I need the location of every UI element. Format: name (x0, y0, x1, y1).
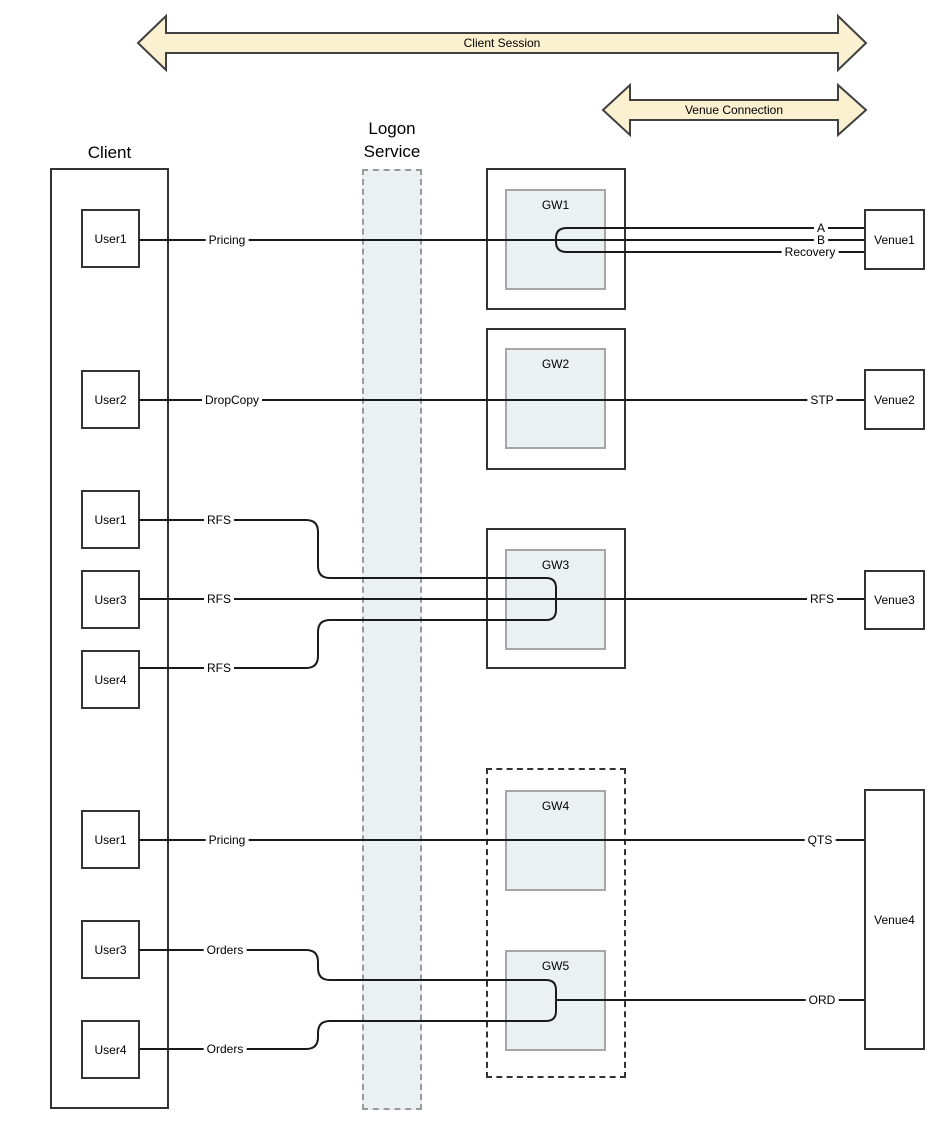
wire-label-recovery: Recovery (781, 246, 839, 258)
wire-label-pricing-1: Pricing (205, 234, 249, 246)
user-label-3: User1 (94, 512, 127, 527)
venue-label-2: Venue2 (874, 392, 915, 407)
gateway-box-gw5: GW5 (505, 950, 606, 1051)
gateway-box-gw1: GW1 (505, 189, 606, 290)
gateway-label-gw1: GW1 (541, 198, 570, 212)
gateway-label-gw2: GW2 (541, 357, 570, 371)
wire-label-rfs-venue: RFS (807, 593, 837, 605)
gateway-label-gw5: GW5 (541, 959, 570, 973)
user-label-8: User4 (94, 1042, 127, 1057)
logon-service-title: Logon Service (332, 117, 452, 163)
user-box-6: User1 (81, 810, 140, 869)
wire-label-pricing-2: Pricing (205, 834, 249, 846)
user-box-2: User2 (81, 370, 140, 429)
venue-label-4: Venue4 (874, 912, 915, 927)
user-label-4: User3 (94, 592, 127, 607)
user-label-7: User3 (94, 942, 127, 957)
client-group-title: Client (87, 143, 132, 162)
venue-box-2: Venue2 (864, 369, 925, 430)
user-box-3: User1 (81, 490, 140, 549)
gateway-box-gw3: GW3 (505, 549, 606, 650)
venue-box-3: Venue3 (864, 570, 925, 630)
user-box-5: User4 (81, 650, 140, 709)
wire-label-orders-1: Orders (203, 944, 247, 956)
gateway-label-gw3: GW3 (541, 558, 570, 572)
user-label-5: User4 (94, 672, 127, 687)
wire-label-dropcopy: DropCopy (201, 394, 263, 406)
client-session-label: Client Session (463, 36, 541, 50)
user-label-6: User1 (94, 832, 127, 847)
venue-box-1: Venue1 (864, 209, 925, 270)
logon-service-title-line2: Service (363, 142, 421, 161)
logon-service-title-line1: Logon (368, 119, 416, 138)
user-box-8: User4 (81, 1020, 140, 1079)
gateway-box-gw4: GW4 (505, 790, 606, 891)
user-box-4: User3 (81, 570, 140, 629)
venue-label-3: Venue3 (874, 593, 915, 607)
wire-label-ord: ORD (805, 994, 839, 1006)
logon-service-band (362, 169, 422, 1110)
wire-label-rfs-2: RFS (204, 593, 234, 605)
wire-label-b: B (813, 234, 829, 246)
wire-label-stp: STP (807, 394, 837, 406)
venue-label-1: Venue1 (874, 232, 915, 247)
wire-label-qts: QTS (804, 834, 836, 846)
venue-box-4: Venue4 (864, 789, 925, 1050)
wire-label-rfs-1: RFS (204, 514, 234, 526)
user-label-1: User1 (94, 231, 127, 246)
user-box-7: User3 (81, 920, 140, 979)
wire-label-rfs-3: RFS (204, 662, 234, 674)
user-box-1: User1 (81, 209, 140, 268)
wire-label-a: A (813, 222, 829, 234)
user-label-2: User2 (94, 392, 127, 407)
gateway-box-gw2: GW2 (505, 348, 606, 449)
venue-connection-label: Venue Connection (684, 103, 784, 117)
wire-label-orders-2: Orders (203, 1043, 247, 1055)
gateway-label-gw4: GW4 (541, 799, 570, 813)
